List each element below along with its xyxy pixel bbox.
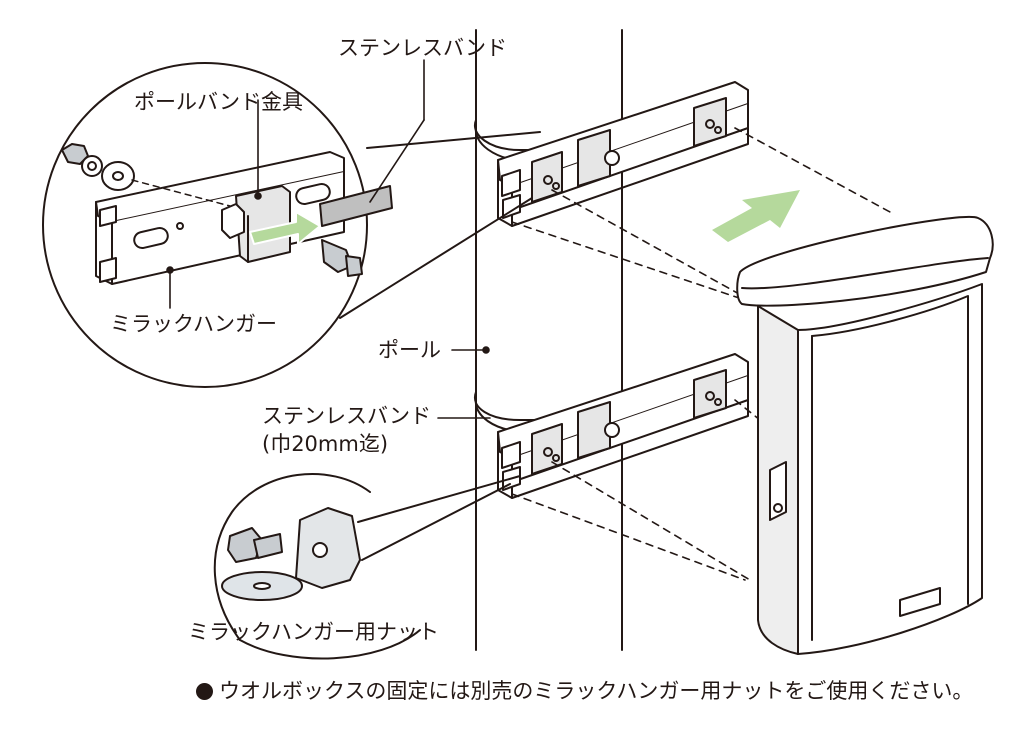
label-stainless-band-bottom: ステンレスバンド (262, 404, 432, 428)
label-mirack-hanger: ミラックハンガー (110, 312, 277, 336)
label-pole: ポール (378, 338, 441, 362)
label-stainless-band-top: ステンレスバンド (338, 36, 508, 60)
wall-box (736, 216, 994, 655)
label-band-width: (巾20mm迄) (262, 432, 389, 456)
label-pole-band-bracket: ポールバンド金具 (134, 90, 304, 114)
bullet-icon (196, 682, 213, 700)
note-text: ウオルボックスの固定には別売のミラックハンガー用ナットをご使用ください。 (219, 679, 974, 703)
leader-lines (166, 59, 491, 419)
guide-lines (511, 127, 891, 581)
detail-circle-nut (213, 473, 521, 660)
detail-circle-bracket (42, 62, 541, 388)
mirack-hanger-top (497, 81, 749, 227)
label-mirack-hanger-nut: ミラックハンガー用ナット (188, 620, 439, 644)
pole (475, 29, 623, 651)
mirack-hanger-bottom (497, 353, 749, 499)
usage-note: ウオルボックスの固定には別売のミラックハンガー用ナットをご使用ください。 (196, 678, 973, 704)
green-arrow (712, 190, 800, 242)
